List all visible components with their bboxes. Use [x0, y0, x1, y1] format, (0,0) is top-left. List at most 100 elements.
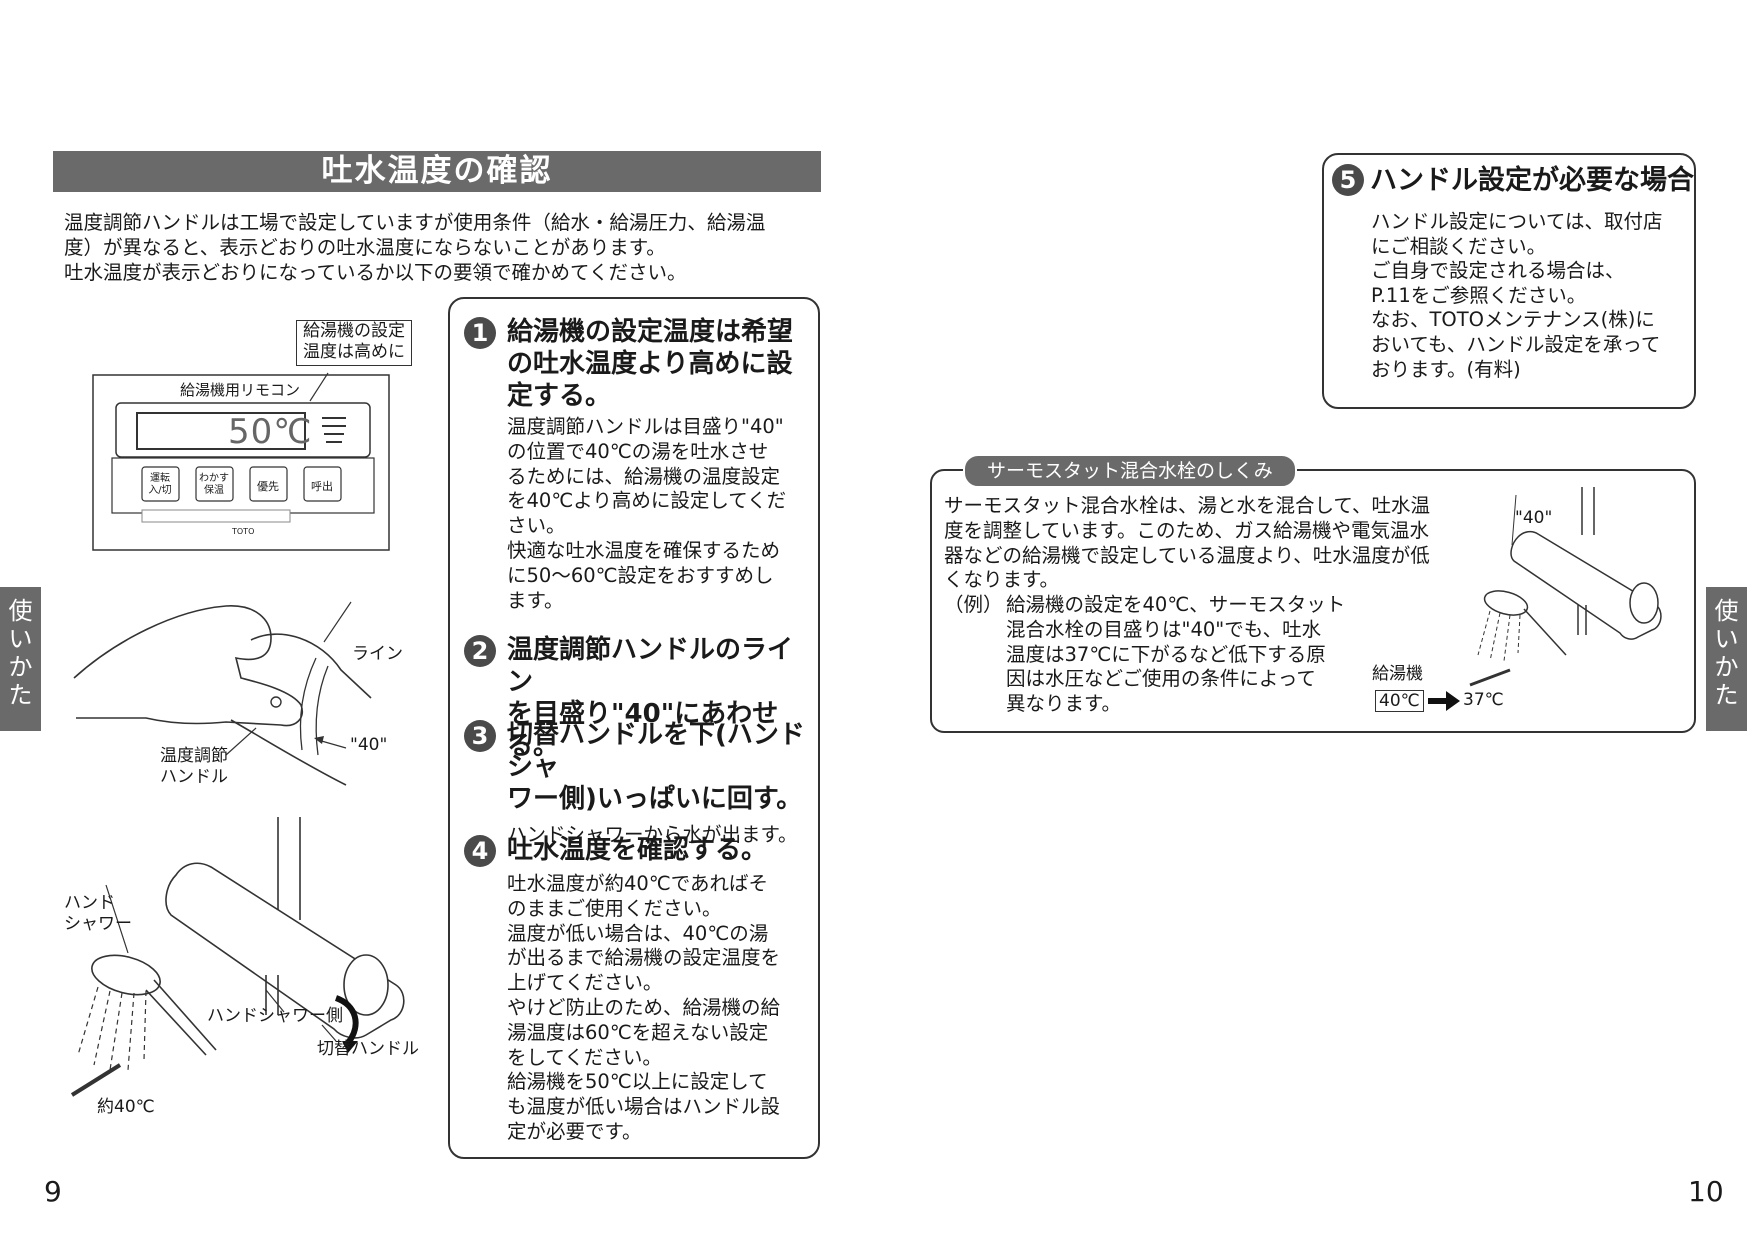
body-line: が出るまで給湯機の設定温度を	[507, 946, 781, 970]
remote-callout: 給湯機の設定 温度は高めに	[296, 320, 412, 366]
label-line: ハンド	[64, 893, 115, 913]
thermostat-panel	[930, 469, 1696, 733]
callout-line: 給湯機の設定	[303, 321, 405, 341]
handle-setting-panel	[1322, 153, 1696, 409]
hand-shower-label: ハンド シャワー	[64, 893, 132, 935]
remote-display-temp: 50℃	[228, 412, 313, 452]
body-line: 湯温度は60℃を超えない設定	[507, 1020, 769, 1044]
body-line: さい。	[507, 514, 566, 538]
step-number-badge: 3	[464, 720, 496, 752]
step-title-line: 吐水温度を確認する。	[507, 835, 768, 865]
step-title-line: 温度調節ハンドルのライン	[507, 635, 794, 697]
step-title-line: ワー側)いっぱいに回す。	[507, 784, 803, 814]
tab-char: か	[1714, 653, 1739, 681]
remote-button-reheat: わかす保温	[199, 473, 229, 496]
thermostat-faucet-illustration	[1477, 487, 1662, 662]
faucet-illustration	[70, 817, 405, 1097]
hand-handle-illustration	[73, 601, 372, 786]
remote-button-priority: 優先	[257, 480, 279, 493]
example-text: 給湯機の設定を40℃、サーモスタット 混合水栓の目盛りは"40"でも、吐水 温度…	[1006, 593, 1366, 717]
step-2: 2 温度調節ハンドルのライン を目盛り"40"にあわせる。	[464, 634, 816, 762]
body-line: 因は水圧などご使用の条件によって	[1006, 667, 1316, 691]
body-line: を40℃より高めに設定してくだ	[507, 489, 787, 513]
intro-line: 温度調節ハンドルは工場で設定していますが使用条件（給水・給湯圧力、給湯温	[64, 211, 766, 234]
body-line: 上げてください。	[507, 971, 663, 995]
label-line: 温度調節	[160, 746, 228, 766]
body-line: なお、TOTOメンテナンス(株)に	[1371, 308, 1655, 332]
body-line: おります。(有料)	[1371, 357, 1521, 381]
step-4: 4 吐水温度を確認する。 吐水温度が約40℃であればそ のままご使用ください。 …	[464, 834, 816, 1145]
body-line: 快適な吐水温度を確保するため	[507, 538, 781, 562]
side-tab-usage-left: 使 い か た	[0, 587, 41, 731]
hand-shower-side-label: ハンドシャワー側	[207, 1006, 343, 1026]
body-line: 温度が低い場合は、40℃の湯	[507, 921, 769, 945]
mark-40-label: "40"	[350, 735, 388, 755]
body-line: 吐水温度が約40℃であればそ	[507, 872, 769, 895]
body-line: ます。	[507, 588, 564, 612]
fig-from-temp: 40℃	[1375, 690, 1424, 712]
body-line: 異なります。	[1006, 692, 1122, 716]
body-line: 給湯機を50℃以上に設定して	[507, 1070, 768, 1094]
body-line: に50～60℃設定をおすすめし	[507, 563, 774, 587]
body-line: をしてください。	[507, 1045, 662, 1069]
side-tab-usage-right: 使 い か た	[1706, 587, 1747, 731]
body-line: ハンドシャワーから水が出ます。	[507, 823, 798, 846]
intro-text: 温度調節ハンドルは工場で設定していますが使用条件（給水・給湯圧力、給湯温 度）が…	[64, 210, 824, 285]
intro-line: 吐水温度が表示どおりになっているか以下の要領で確かめてください。	[64, 261, 687, 284]
step-title-line: 切替ハンドルを下(ハンドシャ	[507, 720, 805, 782]
fig-heater-label: 給湯機	[1372, 664, 1423, 684]
remote-controller-illustration	[92, 372, 390, 551]
thermometer-icon	[1469, 668, 1511, 687]
steps-panel	[448, 297, 820, 1159]
step-body: 温度調節ハンドルは目盛り"40" の位置で40℃の湯を吐水させ るためには、給湯…	[464, 415, 816, 613]
step-number-badge: 5	[1332, 163, 1364, 196]
body-line: サーモスタット混合水栓は、湯と水を混合して、吐水温	[944, 494, 1430, 517]
step-3: 3 切替ハンドルを下(ハンドシャ ワー側)いっぱいに回す。 ハンドシャワーから水…	[464, 719, 816, 848]
body-line: 度を調整しています。このため、ガス給湯機や電気温水	[944, 518, 1429, 542]
tab-char: い	[1714, 625, 1739, 653]
arrow-right-icon	[1428, 691, 1460, 711]
step-number-badge: 4	[464, 835, 496, 867]
remote-button-call: 呼出	[311, 480, 333, 493]
body-line: 温度調節ハンドルは目盛り"40"	[507, 415, 784, 438]
body-line: るためには、給湯機の温度設定	[507, 464, 781, 488]
body-line: も温度が低い場合はハンドル設	[507, 1095, 781, 1119]
page-title: 吐水温度の確認	[53, 151, 821, 192]
remote-brand: TOTO	[232, 527, 255, 536]
body-line: の位置で40℃の湯を吐水させ	[507, 439, 769, 463]
fig-mark-40: "40"	[1515, 508, 1553, 528]
remote-label: 給湯機用リモコン	[180, 381, 301, 399]
step-title-line: 定する。	[507, 381, 612, 411]
page-number-right: 10	[1688, 1175, 1724, 1208]
step-heading: 1 給湯機の設定温度は希望 の吐水温度より高めに設 定する。	[464, 316, 816, 412]
body-line: ハンドル設定については、取付店	[1371, 210, 1663, 233]
approx-temp-label: 約40℃	[97, 1097, 155, 1117]
switch-handle-label: 切替ハンドル	[317, 1039, 419, 1059]
page-number-left: 9	[44, 1175, 62, 1208]
step-5-title: ハンドル設定が必要な場合	[1370, 165, 1694, 196]
step-5-body: ハンドル設定については、取付店 にご相談ください。 ご自身で設定される場合は、 …	[1371, 210, 1691, 382]
step-body: ハンドシャワーから水が出ます。	[464, 823, 816, 848]
step-heading: 4 吐水温度を確認する。	[464, 834, 816, 867]
body-line: 混合水栓の目盛りは"40"でも、吐水	[1006, 617, 1322, 641]
body-line: ご自身で設定される場合は、	[1371, 259, 1625, 283]
line-label: ライン	[352, 644, 403, 664]
body-line: 器などの給湯機で設定している温度より、吐水温度が低	[944, 543, 1430, 567]
fig-to-temp: 37℃	[1463, 690, 1504, 710]
tab-char: 使	[1714, 597, 1739, 625]
step-title-line: を目盛り"40"にあわせる。	[507, 699, 779, 761]
label-line: ハンドル	[160, 767, 228, 787]
label-line: シャワー	[64, 914, 132, 934]
temperature-handle-label: 温度調節 ハンドル	[160, 746, 228, 788]
intro-line: 度）が異なると、表示どおりの吐水温度にならないことがあります。	[64, 236, 666, 259]
thermostat-body: サーモスタット混合水栓は、湯と水を混合して、吐水温 度を調整しています。このため…	[944, 494, 1464, 593]
step-heading: 2 温度調節ハンドルのライン を目盛り"40"にあわせる。	[464, 634, 816, 762]
body-line: おいても、ハンドル設定を承って	[1371, 332, 1661, 356]
step-heading: 3 切替ハンドルを下(ハンドシャ ワー側)いっぱいに回す。	[464, 719, 816, 815]
tab-char: い	[8, 625, 33, 653]
step-number-badge: 2	[464, 635, 496, 667]
step-title-line: 給湯機の設定温度は希望	[507, 317, 794, 347]
body-line: にご相談ください。	[1371, 234, 1547, 258]
body-line: 給湯機の設定を40℃、サーモスタット	[1006, 593, 1346, 616]
